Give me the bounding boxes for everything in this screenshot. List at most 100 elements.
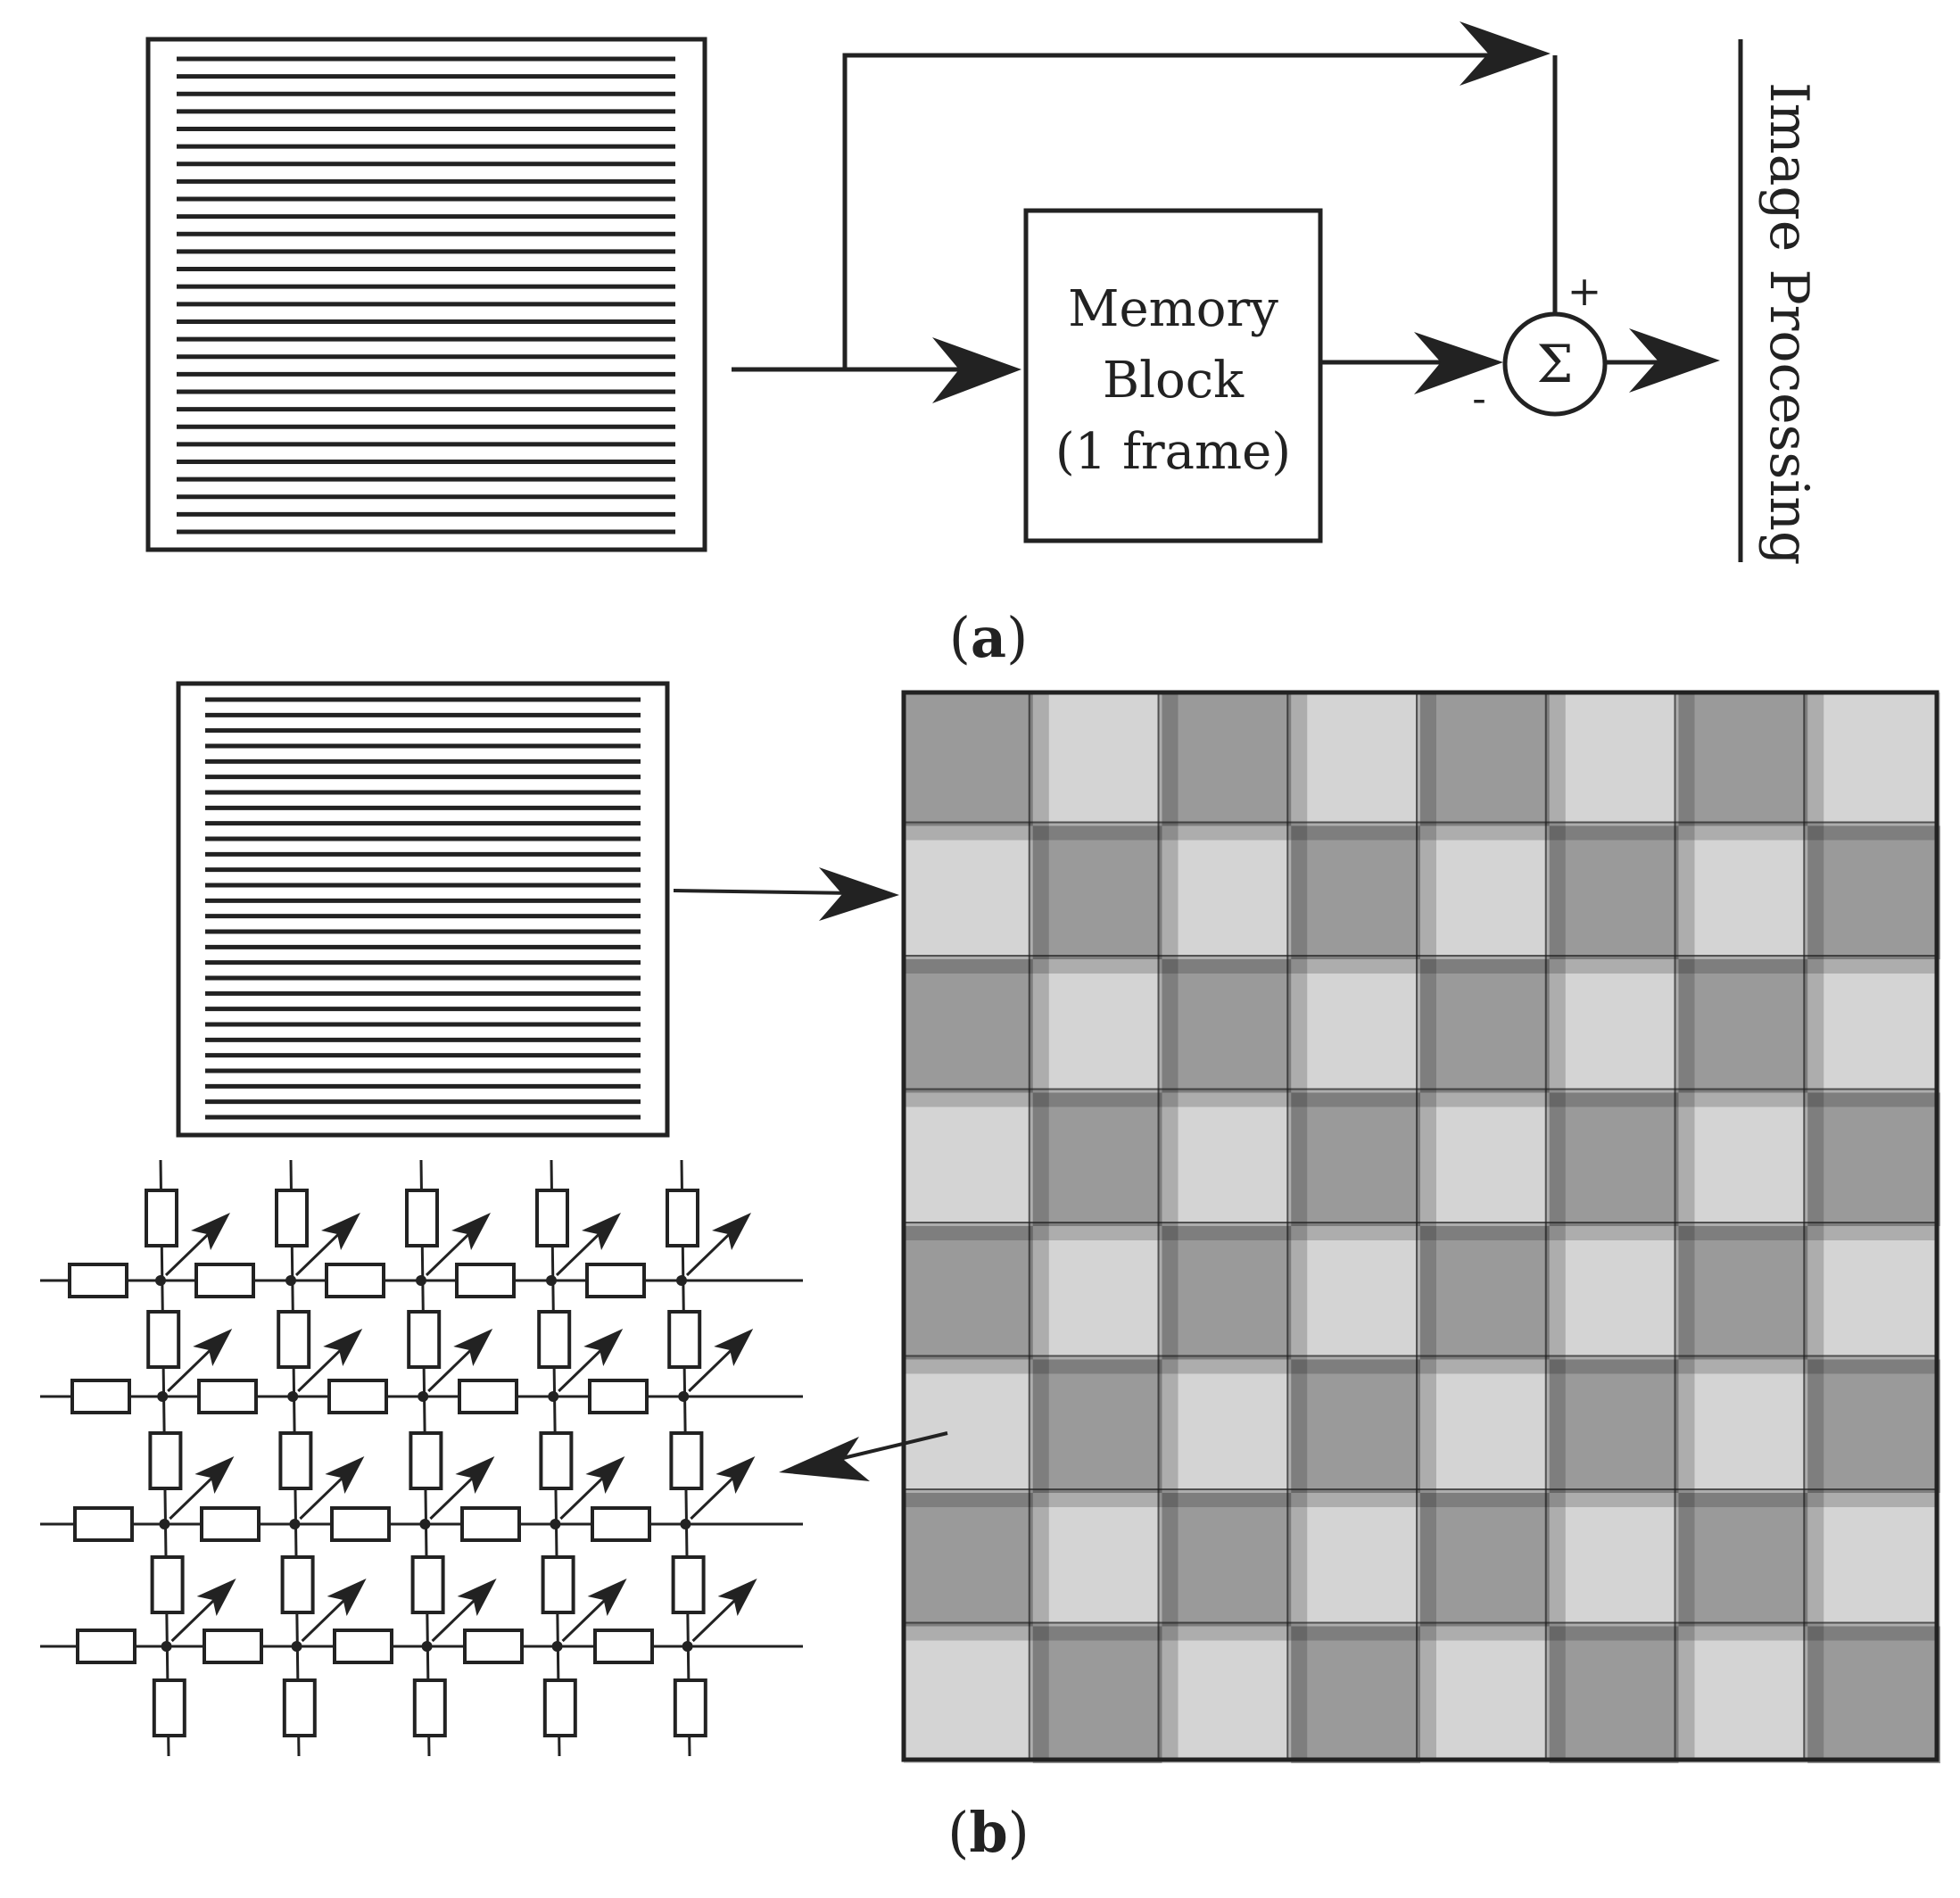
resistor-vertical (148, 1431, 183, 1490)
grid-node (155, 1275, 166, 1286)
arrow-bypass (1460, 21, 1551, 86)
variable-arrow-head (714, 1329, 754, 1366)
resistor-vertical (150, 1555, 185, 1614)
checker-cell-dark (1549, 1626, 1683, 1763)
variable-arrow-head (453, 1329, 493, 1366)
checker-cell-light (1549, 692, 1683, 830)
checker-cell-dark (1291, 1626, 1424, 1763)
checker-cell-light (1807, 1493, 1940, 1630)
resistor-horizontal (330, 1506, 391, 1542)
arrow-line-sensor-to-board (673, 889, 857, 895)
variable-arrow-head (717, 1579, 757, 1616)
overlap-band-vertical (1675, 692, 1695, 1760)
checker-cell-light (1678, 1359, 1812, 1496)
overlap-band-vertical (1029, 692, 1049, 1760)
grid-node (551, 1641, 563, 1652)
memory-block-label-1: Memory (1068, 280, 1278, 338)
minus-sign: - (1472, 374, 1486, 422)
resistor-vertical (535, 1189, 569, 1247)
checker-cell-light (1807, 1226, 1940, 1363)
checker-cell-dark (904, 1226, 1037, 1363)
image-processing-label: Image Processing (1757, 82, 1820, 565)
checker-cell-dark (1420, 1226, 1553, 1363)
checker-cell-light (904, 1359, 1037, 1496)
resistor-vertical (669, 1431, 704, 1490)
resistor-vertical (145, 1189, 178, 1247)
checker-cell-light (1032, 1226, 1166, 1363)
memory-block-label-3: (1 frame) (1055, 423, 1291, 481)
memory-block (1023, 208, 1323, 543)
memory-block-label-2: Block (1103, 352, 1245, 410)
resistor-vertical (275, 1189, 309, 1247)
resistor-horizontal (460, 1506, 521, 1542)
variable-arrow-head (585, 1456, 625, 1494)
checker-cell-light (1678, 1626, 1812, 1763)
arrow-to-memory (932, 337, 1021, 403)
checker-cell-light (1162, 1092, 1295, 1230)
variable-arrow-head (583, 1329, 624, 1366)
resistor-vertical (666, 1189, 699, 1247)
resistor-vertical (539, 1431, 574, 1490)
grid-node (157, 1391, 169, 1402)
variable-arrow-head (321, 1213, 360, 1250)
checker-cell-light (904, 1092, 1037, 1230)
checker-cell-dark (904, 692, 1037, 830)
checker-cell-light (904, 1626, 1037, 1763)
overlap-band-vertical (1417, 692, 1436, 1760)
overlap-band-vertical (1287, 692, 1308, 1760)
checkerboard-border (901, 690, 1939, 1762)
resistor-vertical (409, 1431, 443, 1490)
checkerboard (904, 692, 1940, 1763)
checker-cell-light (1291, 1226, 1424, 1363)
resistor-horizontal (200, 1506, 261, 1542)
checker-cell-light (1162, 1359, 1295, 1496)
grid-node (416, 1275, 426, 1286)
resistor-horizontal (585, 1263, 646, 1298)
grid-node (285, 1275, 296, 1286)
resistor-vertical (667, 1310, 702, 1369)
grid-node (159, 1519, 170, 1529)
checker-cell-dark (1291, 1092, 1424, 1230)
sensor-scan-lines-b (205, 697, 641, 1120)
overlap-band-horizontal (904, 822, 1937, 841)
overlap-band-horizontal (904, 1355, 1937, 1374)
grid-node (546, 1275, 557, 1286)
checker-cell-dark (1032, 825, 1166, 963)
grid-node (421, 1641, 433, 1652)
checker-cell-dark (1807, 1092, 1940, 1230)
grid-node (419, 1519, 431, 1529)
checker-cell-light (1678, 825, 1812, 963)
checker-cell-light (1549, 1493, 1683, 1630)
resistor-horizontal (194, 1263, 255, 1298)
variable-arrow-head (191, 1213, 230, 1250)
checker-cell-light (1420, 825, 1553, 963)
checker-cell-dark (1162, 1226, 1295, 1363)
arrow-sensor-to-board (819, 867, 899, 921)
resistor-vertical (542, 1678, 577, 1737)
checker-cell-dark (1291, 825, 1424, 963)
grid-node (682, 1641, 693, 1652)
checker-cell-dark (1549, 825, 1683, 963)
checker-cell-dark (1549, 1359, 1683, 1496)
resistor-horizontal (588, 1379, 649, 1414)
variable-arrow-head (715, 1456, 756, 1494)
checker-cell-dark (1678, 1493, 1812, 1630)
grid-node (161, 1641, 172, 1652)
checker-cell-dark (904, 1493, 1037, 1630)
checker-cell-dark (904, 959, 1037, 1097)
panel-a: Memory Block (1 frame) Σ + - Image Proce… (145, 21, 1820, 670)
overlap-band-vertical (1158, 692, 1178, 1760)
arrow-board-to-grid (779, 1437, 870, 1481)
resistor-vertical (152, 1678, 186, 1737)
grid-node (550, 1519, 561, 1529)
checker-cell-light (1032, 1493, 1166, 1630)
resistor-vertical (412, 1678, 447, 1737)
checker-cell-light (1162, 1626, 1295, 1763)
resistor-horizontal (68, 1263, 128, 1298)
checker-cell-dark (1162, 1493, 1295, 1630)
variable-arrow-head (193, 1329, 233, 1366)
grid-node (418, 1391, 429, 1402)
resistor-vertical (146, 1310, 181, 1369)
checker-cell-light (1032, 692, 1166, 830)
